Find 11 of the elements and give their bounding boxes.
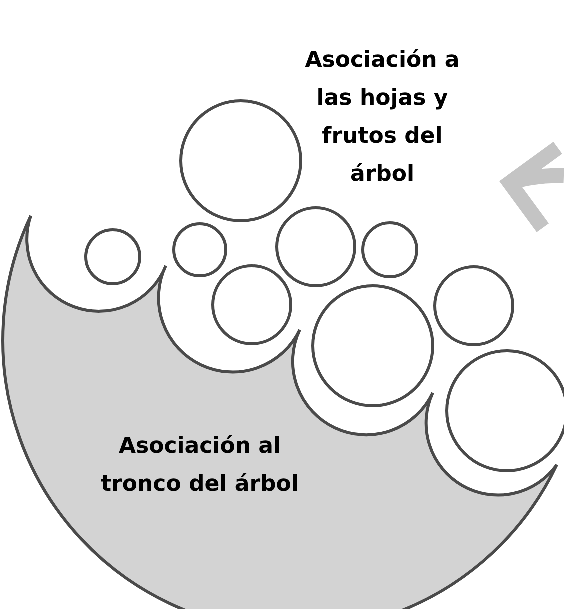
circle-shape [84, 228, 142, 286]
circle-shape [276, 206, 356, 288]
circle-shape [434, 266, 514, 346]
shape-label: Asociación al tronco del árbol [100, 433, 300, 499]
circle-shape [172, 222, 228, 278]
circle-shape [362, 222, 418, 278]
circle-shape [212, 264, 292, 346]
circle-shape [180, 100, 302, 222]
trunk-shape [2, 214, 558, 609]
circle-shape [312, 284, 434, 408]
heading-text: Asociación a las hojas y frutos del árbol [304, 47, 461, 189]
